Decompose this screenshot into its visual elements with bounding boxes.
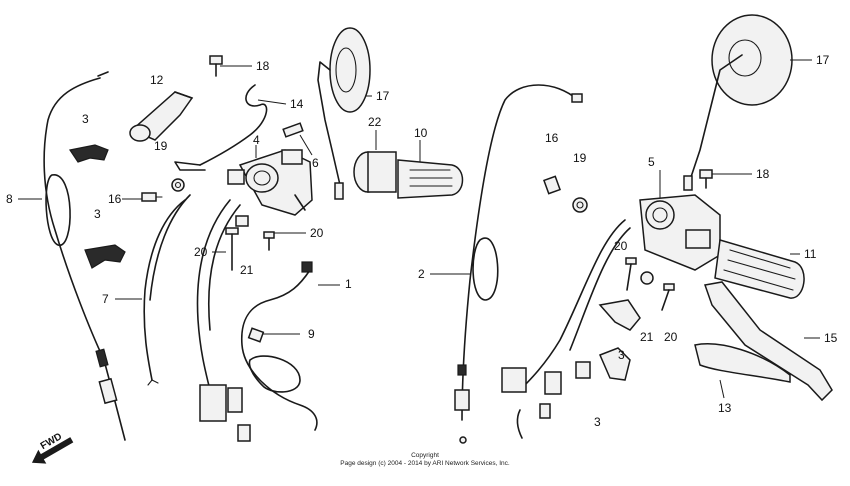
part-17-mirror-left [317, 27, 371, 200]
callout-22: 22 [368, 115, 382, 129]
part-17-mirror-right [683, 14, 793, 191]
callout-20: 20 [310, 226, 324, 240]
right-wire-harness [501, 219, 631, 439]
part-8-clutch-cable [43, 71, 126, 441]
callout-labels: 1 2 3 3 3 3 4 5 6 7 8 9 10 11 12 13 14 1… [6, 53, 838, 429]
callout-6: 6 [312, 156, 319, 170]
callout-7: 7 [102, 292, 109, 306]
callout-8: 8 [6, 192, 13, 206]
part-13-lever-cover [694, 343, 791, 383]
callout-20: 20 [614, 239, 628, 253]
copyright-line-1: Copyright [411, 452, 439, 459]
callout-21: 21 [640, 330, 654, 344]
part-6-bolt [282, 122, 304, 138]
part-18-screw-top [209, 55, 223, 77]
callout-3: 3 [82, 112, 89, 126]
part-1-throttle-cable [241, 261, 318, 431]
part-20-screw-right-b [661, 283, 675, 311]
callout-20: 20 [194, 245, 208, 259]
part-19-nut-right [572, 197, 588, 213]
part-5-right-switch-housing [639, 194, 721, 271]
callout-18: 18 [756, 167, 770, 181]
part-3-clamp-right-upper [598, 299, 641, 331]
callout-3: 3 [594, 415, 601, 429]
callout-5: 5 [648, 155, 655, 169]
callout-3: 3 [618, 348, 625, 362]
part-12-lever-holder [129, 91, 194, 142]
copyright-line-2: Page design (c) 2004 - 2014 by ARI Netwo… [340, 460, 510, 467]
part-7-switch-wire [143, 194, 191, 386]
part-20-screw-right-a [625, 257, 637, 291]
copyright-notice: Copyright Page design (c) 2004 - 2014 by… [340, 452, 510, 467]
part-21-washer-right [640, 271, 654, 285]
part-21-washer-left [235, 215, 249, 227]
callout-4: 4 [253, 133, 260, 147]
callout-15: 15 [824, 331, 838, 345]
part-22-throttle-pipe [353, 151, 397, 193]
callout-17: 17 [816, 53, 830, 67]
part-16-bolt-left [141, 192, 163, 202]
callout-11: 11 [804, 247, 817, 261]
part-20-screw-left-b [263, 231, 275, 251]
part-3-clamp-left-upper [69, 144, 109, 163]
callout-14: 14 [290, 97, 304, 111]
callout-16: 16 [545, 131, 559, 145]
callout-12: 12 [150, 73, 164, 87]
callout-18: 18 [256, 59, 270, 73]
callout-19: 19 [154, 139, 168, 153]
callout-9: 9 [308, 327, 315, 341]
part-15-brake-lever [704, 281, 833, 402]
callout-10: 10 [414, 126, 428, 140]
callout-19: 19 [573, 151, 587, 165]
part-11-grip-right [714, 239, 805, 299]
callout-17: 17 [376, 89, 390, 103]
part-14-wire [174, 84, 268, 171]
part-4-left-switch-housing [227, 149, 313, 216]
fwd-arrow: FWD [31, 431, 74, 464]
part-3-clamp-left-lower [84, 244, 126, 269]
callout-3: 3 [94, 207, 101, 221]
part-3-clamp-right-lower [599, 347, 631, 381]
callout-1: 1 [345, 277, 352, 291]
part-9-nut [247, 327, 265, 343]
part-19-nut-left [171, 178, 185, 192]
part-2-cable [454, 84, 583, 444]
part-10-grip-left [397, 159, 464, 199]
part-20-screw-left-a [225, 227, 239, 271]
left-wire-harness [196, 199, 251, 442]
callout-16: 16 [108, 192, 122, 206]
callout-20: 20 [664, 330, 678, 344]
callout-13: 13 [718, 401, 732, 415]
leader-lines [18, 59, 820, 399]
part-16-bolt-right [543, 175, 561, 195]
part-18-screw-right [699, 169, 713, 189]
callout-2: 2 [418, 267, 425, 281]
callout-21: 21 [240, 263, 254, 277]
